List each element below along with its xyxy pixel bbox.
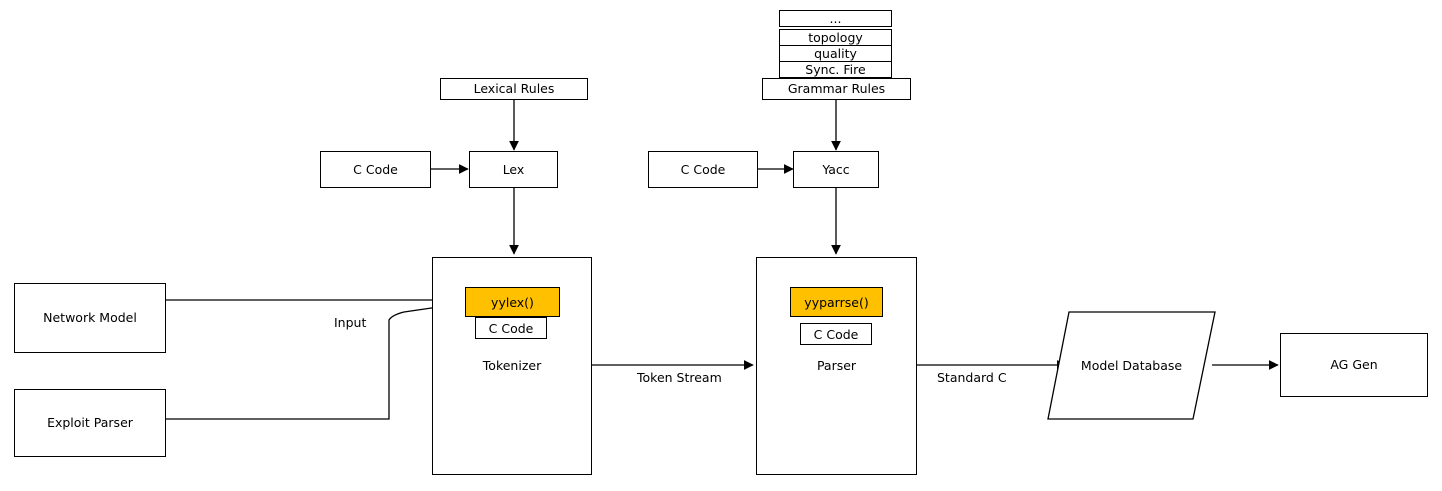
node-lex[interactable]: Lex: [469, 151, 558, 188]
grammar-stack-label: ...: [829, 11, 842, 26]
parser-yyparse-box[interactable]: yyparrse(): [790, 287, 883, 317]
node-label: Yacc: [822, 161, 850, 177]
node-label: Lex: [502, 161, 525, 177]
node-label: Grammar Rules: [787, 81, 886, 97]
grammar-stack-item-0: ...: [779, 10, 892, 27]
tokenizer-title: Tokenizer: [432, 358, 592, 373]
node-network-model[interactable]: Network Model: [14, 283, 166, 353]
node-ag-gen[interactable]: AG Gen: [1280, 333, 1428, 397]
node-label: C Code: [680, 161, 726, 177]
tokenizer-title-label: Tokenizer: [482, 358, 542, 373]
edge-exploit-parser-to-yylex: [166, 299, 467, 420]
grammar-stack-item-2: quality: [779, 45, 892, 62]
grammar-stack-item-3: Sync. Fire: [779, 61, 892, 78]
grammar-stack-label: Sync. Fire: [805, 62, 866, 77]
parser-title: Parser: [756, 358, 917, 373]
edge-label-standard-c: Standard C: [937, 370, 1007, 385]
model-database-text: Model Database: [1080, 358, 1183, 373]
edge-label-token-stream-text: Token Stream: [637, 370, 722, 385]
tokenizer-ccode-label: C Code: [488, 320, 534, 336]
node-lexical-rules[interactable]: Lexical Rules: [440, 78, 588, 100]
grammar-stack-label: topology: [808, 30, 863, 45]
node-label: Network Model: [43, 310, 137, 326]
node-label: Lexical Rules: [473, 81, 555, 97]
node-label: AG Gen: [1330, 357, 1378, 373]
tokenizer-yylex-label: yylex(): [491, 294, 534, 310]
edge-label-input-text: Input: [334, 315, 367, 330]
parser-ccode-box[interactable]: C Code: [800, 323, 872, 345]
node-label: Exploit Parser: [47, 415, 133, 431]
tokenizer-yylex-box[interactable]: yylex(): [465, 287, 560, 317]
grammar-stack-item-1: topology: [779, 29, 892, 46]
edge-label-input: Input: [334, 315, 366, 330]
node-label: C Code: [353, 161, 398, 177]
parser-title-label: Parser: [816, 358, 857, 373]
node-c-code-yacc[interactable]: C Code: [648, 151, 758, 188]
node-grammar-rules[interactable]: Grammar Rules: [762, 78, 911, 100]
grammar-stack-label: quality: [814, 46, 857, 61]
model-database-label[interactable]: Model Database: [1048, 358, 1215, 373]
node-c-code-lex[interactable]: C Code: [320, 151, 431, 188]
parser-yyparse-label: yyparrse(): [804, 294, 869, 310]
edge-label-token-stream: Token Stream: [637, 370, 722, 385]
edge-label-standard-c-text: Standard C: [937, 370, 1007, 385]
parser-ccode-label: C Code: [813, 326, 859, 342]
node-yacc[interactable]: Yacc: [793, 151, 879, 188]
tokenizer-ccode-box[interactable]: C Code: [475, 317, 547, 339]
node-exploit-parser[interactable]: Exploit Parser: [14, 389, 166, 457]
